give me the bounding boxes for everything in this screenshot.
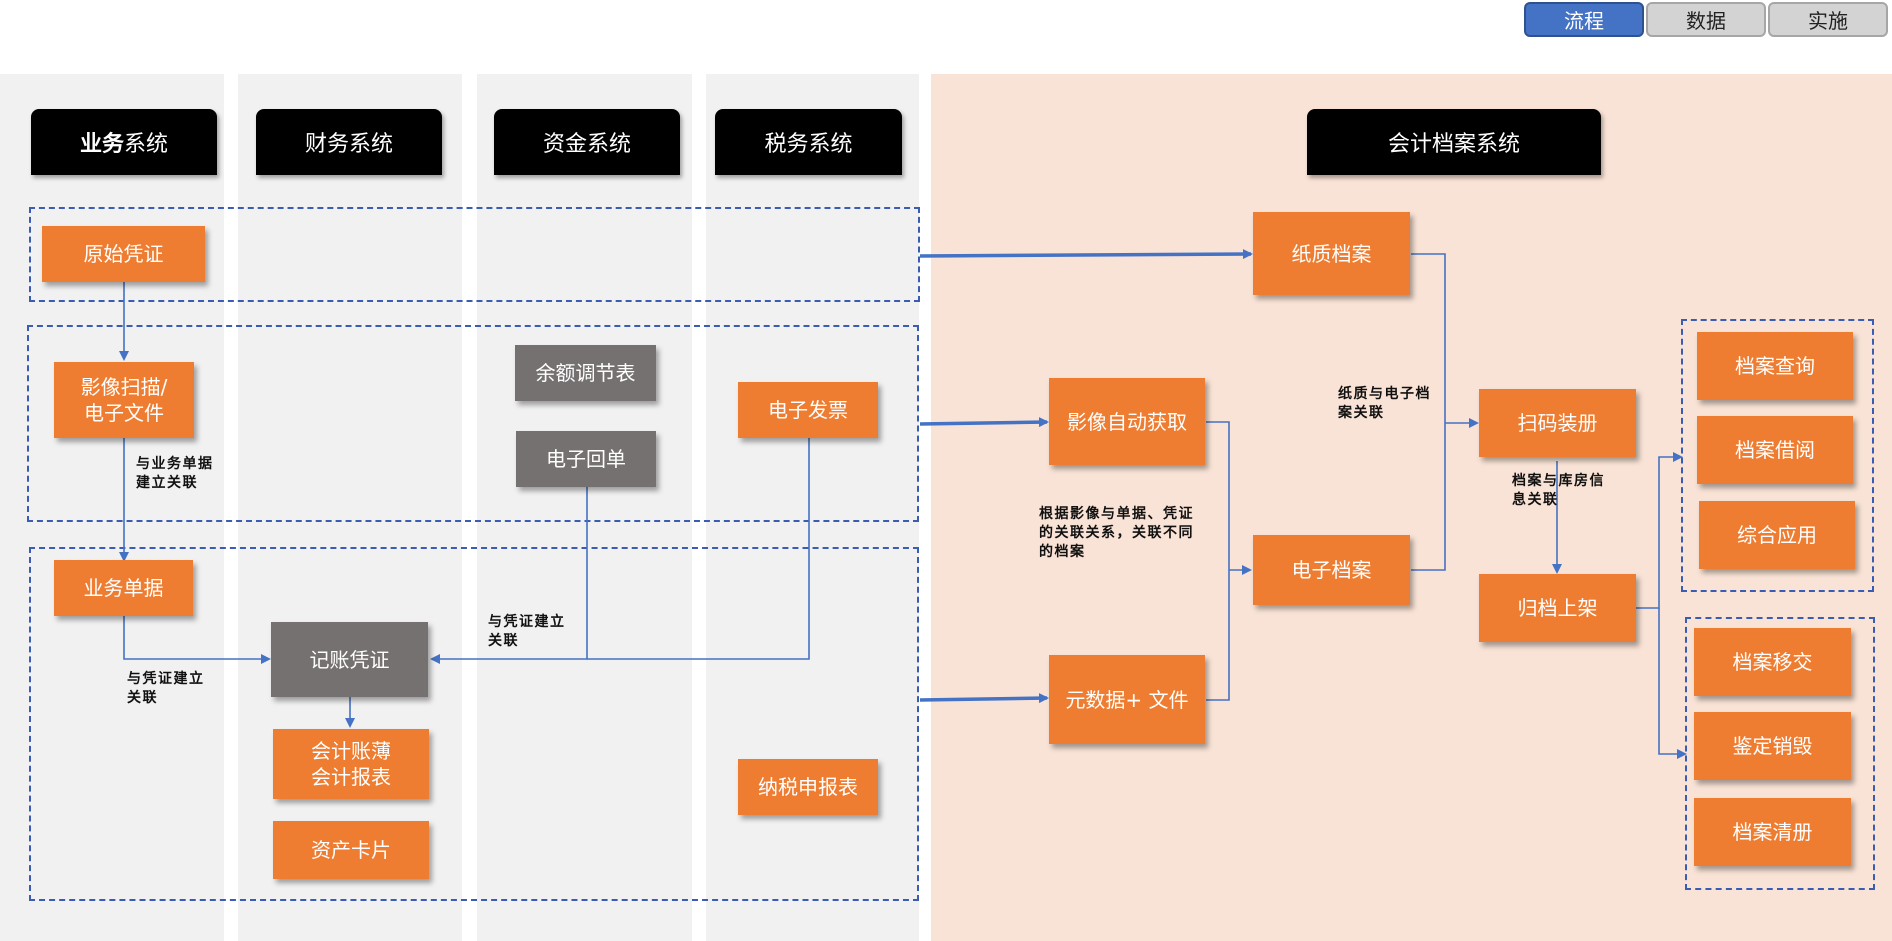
note-link-voucher-mid: 与凭证建立 关联 — [488, 614, 566, 649]
node-integrated-application[interactable]: 综合应用 — [1699, 501, 1855, 569]
node-image-auto-capture[interactable]: 影像自动获取 — [1049, 378, 1205, 465]
tab-implementation[interactable]: 实施 — [1768, 2, 1888, 37]
note-storage-link: 档案与库房信 息关联 — [1512, 473, 1605, 508]
node-balance-table[interactable]: 余额调节表 — [515, 345, 656, 401]
header-tax-system: 税务系统 — [715, 109, 902, 175]
note-link-voucher-left: 与凭证建立 关联 — [127, 671, 205, 706]
note-link-business: 与业务单据 建立关联 — [136, 456, 214, 491]
group-paper — [29, 207, 920, 302]
node-e-invoice[interactable]: 电子发票 — [738, 382, 878, 438]
lane-business — [0, 74, 224, 941]
node-archive-borrow[interactable]: 档案借阅 — [1697, 416, 1853, 484]
node-e-receipt[interactable]: 电子回单 — [516, 431, 656, 487]
node-image-scan[interactable]: 影像扫描/ 电子文件 — [54, 362, 194, 438]
node-archive-shelf[interactable]: 归档上架 — [1479, 574, 1636, 642]
tab-process[interactable]: 流程 — [1524, 2, 1644, 37]
header-archive-system: 会计档案系统 — [1307, 109, 1601, 175]
header-finance-system: 财务系统 — [256, 109, 442, 175]
node-archive-query[interactable]: 档案查询 — [1697, 332, 1853, 400]
node-archive-transfer[interactable]: 档案移交 — [1694, 628, 1851, 696]
node-archive-clear[interactable]: 档案清册 — [1694, 798, 1851, 866]
note-paper-e-link: 纸质与电子档 案关联 — [1338, 386, 1431, 421]
node-business-document[interactable]: 业务单据 — [54, 560, 193, 616]
node-e-archive[interactable]: 电子档案 — [1253, 535, 1410, 605]
node-ledger-report[interactable]: 会计账薄 会计报表 — [273, 729, 429, 799]
node-scan-bind[interactable]: 扫码装册 — [1479, 389, 1636, 457]
note-classify-archive: 根据影像与单据、凭证 的关联关系，关联不同 的档案 — [1039, 506, 1194, 560]
node-metadata-file[interactable]: 元数据+ 文件 — [1049, 655, 1205, 744]
node-paper-archive[interactable]: 纸质档案 — [1253, 212, 1410, 295]
header-business-system: 业务系统 — [31, 109, 217, 175]
node-tax-return[interactable]: 纳税申报表 — [738, 759, 878, 815]
node-accounting-voucher[interactable]: 记账凭证 — [271, 622, 428, 697]
header-fund-system: 资金系统 — [494, 109, 680, 175]
node-appraise-destroy[interactable]: 鉴定销毁 — [1694, 712, 1851, 780]
node-original-voucher[interactable]: 原始凭证 — [42, 226, 205, 282]
node-asset-card[interactable]: 资产卡片 — [273, 821, 429, 879]
tab-data[interactable]: 数据 — [1646, 2, 1766, 37]
